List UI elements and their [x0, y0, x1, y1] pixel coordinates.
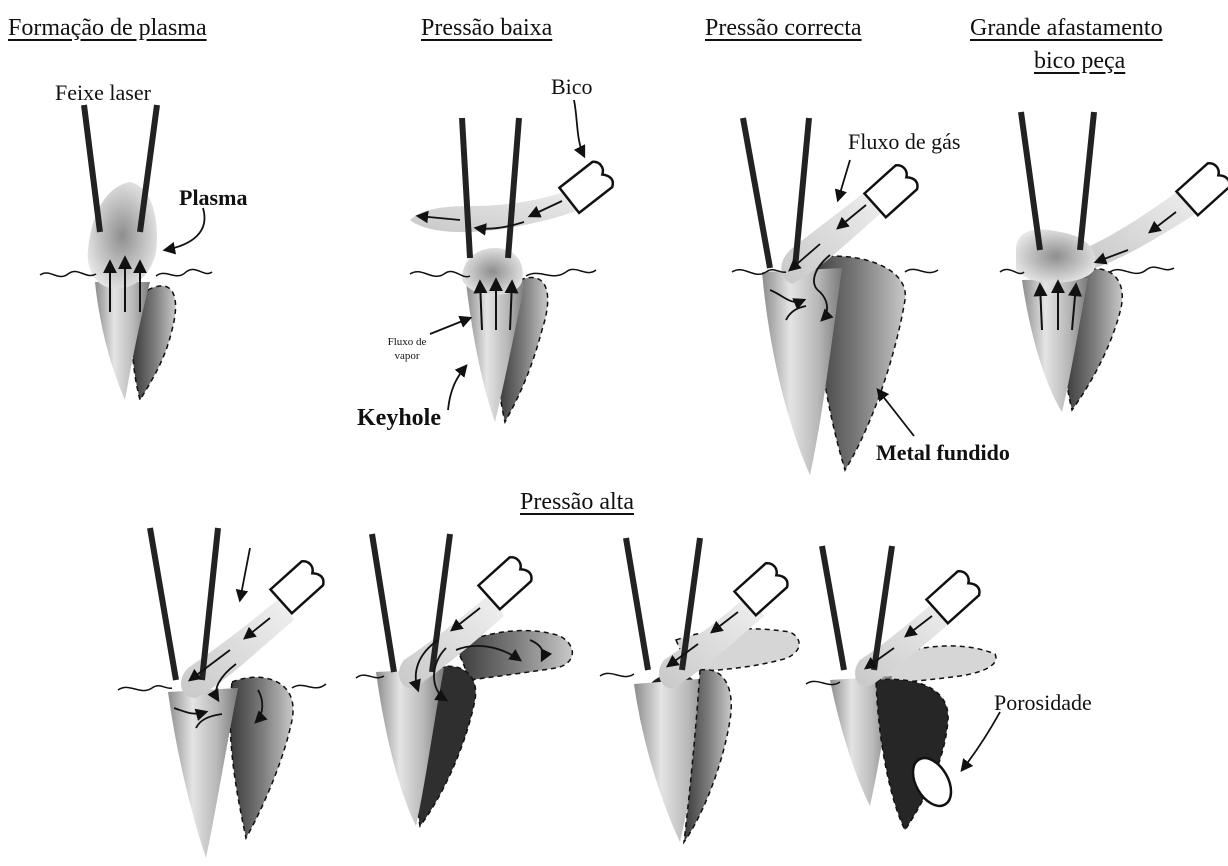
vapor-pointer-arrow [430, 318, 470, 334]
melt-pool-dark [876, 679, 948, 830]
gas-flow-pointer-arrow [838, 160, 850, 200]
laser-beam-left [626, 538, 648, 670]
high-pressure-stage-3 [600, 538, 799, 842]
panel-large-standoff [1000, 112, 1228, 412]
laser-beam-left [743, 118, 770, 268]
keyhole-pointer-arrow [448, 366, 466, 410]
porosity-pointer-arrow [962, 712, 1000, 770]
panel-correct-pressure [732, 118, 938, 475]
panel-low-pressure [410, 100, 616, 422]
high-pressure-stage-2 [356, 534, 572, 826]
surface-line [600, 673, 634, 676]
nozzle-pointer-arrow [574, 100, 584, 156]
laser-beam-left [372, 534, 394, 672]
laser-beam-left [822, 546, 844, 670]
plasma-pointer-arrow [165, 208, 205, 250]
laser-beam-right [508, 118, 519, 258]
laser-beam-left [150, 528, 176, 680]
melt-pointer-arrow [878, 390, 914, 436]
laser-beam-left [84, 105, 100, 232]
high-pressure-stage-1 [118, 528, 326, 858]
high-pressure-stage-4 [806, 546, 1000, 830]
laser-beam-left [1021, 112, 1040, 250]
laser-beam-left [462, 118, 470, 258]
laser-beam-right [1080, 112, 1094, 250]
panel-plasma-formation [40, 105, 212, 400]
gas-arrow [240, 548, 250, 600]
